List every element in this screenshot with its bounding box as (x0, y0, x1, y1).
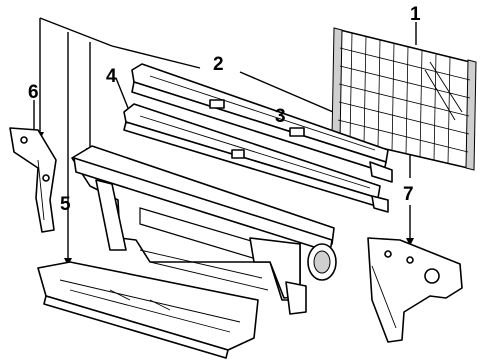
callout-3: 3 (275, 106, 286, 127)
left-side-bracket (9, 127, 57, 233)
right-side-bracket (367, 237, 463, 343)
radiator (331, 27, 477, 171)
callout-4: 4 (106, 66, 117, 87)
callout-2: 2 (213, 54, 224, 75)
lower-air-deflector (37, 261, 259, 359)
upper-tie-bar (131, 63, 393, 183)
radiator-support-frame (71, 145, 337, 315)
callout-7: 7 (403, 184, 414, 205)
support-bar (123, 103, 389, 213)
callout-5: 5 (60, 194, 71, 215)
callout-1: 1 (410, 4, 421, 25)
callout-6: 6 (28, 82, 39, 103)
